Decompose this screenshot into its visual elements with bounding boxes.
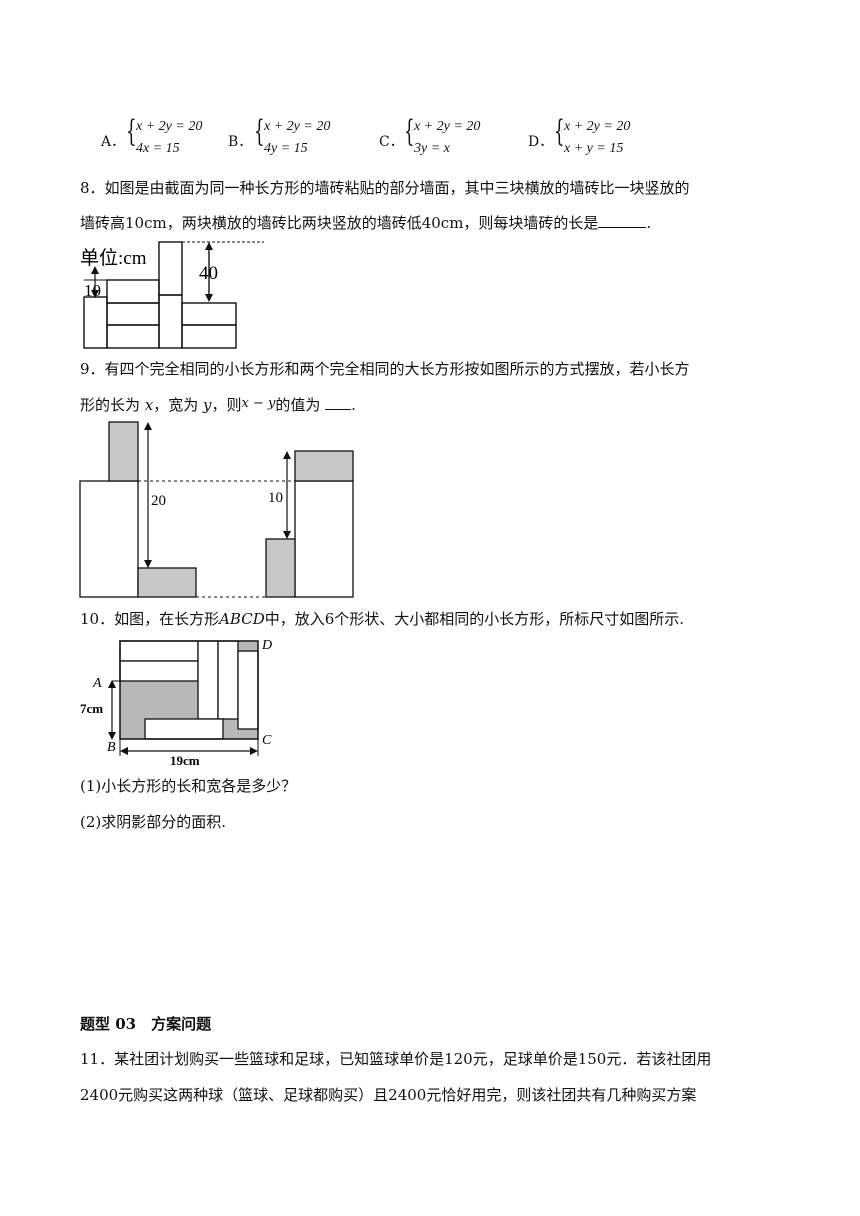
q9-small-rect xyxy=(265,538,296,598)
q9-line2-b: ，宽为 xyxy=(153,396,204,414)
q9-var-y: y xyxy=(203,396,212,414)
q10-line1-b: 中，放入6个形状、大小都相同的小长方形，所标尺寸如图所示. xyxy=(264,610,685,628)
option-a-eq2: 4x = 15 xyxy=(136,141,180,156)
q9-expr: x − y xyxy=(241,396,276,411)
q8-vertical-tile-bottom xyxy=(158,294,183,349)
q8-line2-text: 墙砖高10cm，两块横放的墙砖比两块竖放的墙砖低40cm，则每块墙砖的长是 xyxy=(80,214,599,232)
option-a-letter: A． xyxy=(101,134,126,150)
q8-horizontal-tile xyxy=(106,302,160,326)
q8-answer-blank xyxy=(598,213,647,228)
q10-label-b: B xyxy=(107,740,116,755)
option-c-eq1: x + 2y = 20 xyxy=(414,119,481,134)
option-b-eq1: x + 2y = 20 xyxy=(264,119,331,134)
q9-label-20: 20 xyxy=(151,493,166,509)
q11-line2: 2400元购买这两种球（篮球、足球都购买）且2400元恰好用完，则该社团共有几种… xyxy=(80,1086,697,1104)
q10-sub2: (2)求阴影部分的面积. xyxy=(80,813,227,831)
option-d-eq2: x + y = 15 xyxy=(564,141,624,156)
q11-line1: 11．某社团计划购买一些篮球和足球，已知篮球单价是120元，足球单价是150元．… xyxy=(80,1050,712,1068)
brace-c: { xyxy=(404,114,415,149)
q10-label-7cm: 7cm xyxy=(80,701,103,716)
q9-small-rect xyxy=(137,567,197,598)
q10-line1: 10．如图，在长方形ABCD中，放入6个形状、大小都相同的小长方形，所标尺寸如图… xyxy=(80,609,684,629)
q8-horizontal-tile xyxy=(106,324,160,349)
q10-small-rect xyxy=(119,640,199,662)
option-c-eq2: 3y = x xyxy=(414,141,450,156)
q8-horizontal-tile xyxy=(181,324,237,349)
option-b-eq2: 4y = 15 xyxy=(264,141,308,156)
q9-line2-end: . xyxy=(351,396,356,414)
q10-small-rect xyxy=(119,660,199,682)
q10-label-d: D xyxy=(261,638,272,653)
q9-big-rect-right xyxy=(294,480,354,598)
section-heading: 题型 03 方案问题 xyxy=(80,1015,212,1033)
q9-line2-c: ，则 xyxy=(211,396,242,414)
q8-horizontal-tile xyxy=(181,302,237,326)
q10-small-rect xyxy=(197,640,219,720)
q10-label-19cm: 19cm xyxy=(170,753,200,768)
q9-big-rect-left xyxy=(79,480,139,598)
brace-b: { xyxy=(254,114,265,149)
option-b-letter: B． xyxy=(228,134,253,150)
q10-sub1: (1)小长方形的长和宽各是多少？ xyxy=(80,777,297,795)
q10-small-rect xyxy=(217,640,239,720)
q9-small-rect xyxy=(108,421,139,482)
q8-label-10: 10 xyxy=(84,281,101,300)
q9-var-x: x xyxy=(144,396,154,414)
q10-rect-abcd xyxy=(119,640,259,740)
q10-small-rect xyxy=(237,650,259,730)
q10-label-c: C xyxy=(262,733,272,748)
q8-line1: 8．如图是由截面为同一种长方形的墙砖粘贴的部分墙面，其中三块横放的墙砖比一块竖放… xyxy=(80,179,690,197)
q10-line1-a: 10．如图，在长方形 xyxy=(80,610,220,628)
q10-shaded-area xyxy=(238,641,258,651)
option-a-eq1: x + 2y = 20 xyxy=(136,119,203,134)
option-d-letter: D． xyxy=(528,134,554,150)
q8-line2-end: . xyxy=(646,214,652,232)
q10-small-rect xyxy=(144,718,224,740)
q8-vertical-tile-left xyxy=(83,296,108,349)
q8-line2: 墙砖高10cm，两块横放的墙砖比两块竖放的墙砖低40cm，则每块墙砖的长是. xyxy=(80,213,651,233)
q8-horizontal-tile xyxy=(106,279,160,304)
q10-figure: 7cm 19cm A B C D xyxy=(80,638,272,768)
q9-line1: 9．有四个完全相同的小长方形和两个完全相同的大长方形按如图所示的方式摆放，若小长… xyxy=(80,360,690,378)
q9-line2-a: 形的长为 xyxy=(80,396,145,414)
brace-a: { xyxy=(126,114,137,149)
q9-figure: 20 10 xyxy=(79,421,354,598)
q9-line2: 形的长为 x，宽为 y，则x − y的值为 . xyxy=(80,394,356,415)
option-c-letter: C． xyxy=(379,134,404,150)
q9-small-rect xyxy=(294,450,354,482)
q10-abcd: ABCD xyxy=(219,610,265,628)
q10-label-a: A xyxy=(92,676,102,691)
q9-label-10: 10 xyxy=(268,490,283,506)
q8-wall-figure: 40 单位:cm 10 xyxy=(80,241,264,349)
q8-label-40: 40 xyxy=(199,263,218,284)
option-d-eq1: x + 2y = 20 xyxy=(564,119,631,134)
q9-answer-blank xyxy=(325,395,352,410)
q8-unit-label: 单位:cm xyxy=(80,247,147,269)
q8-vertical-tile-top xyxy=(158,241,183,296)
q9-line2-d: 的值为 xyxy=(275,396,326,414)
brace-d: { xyxy=(554,114,565,149)
